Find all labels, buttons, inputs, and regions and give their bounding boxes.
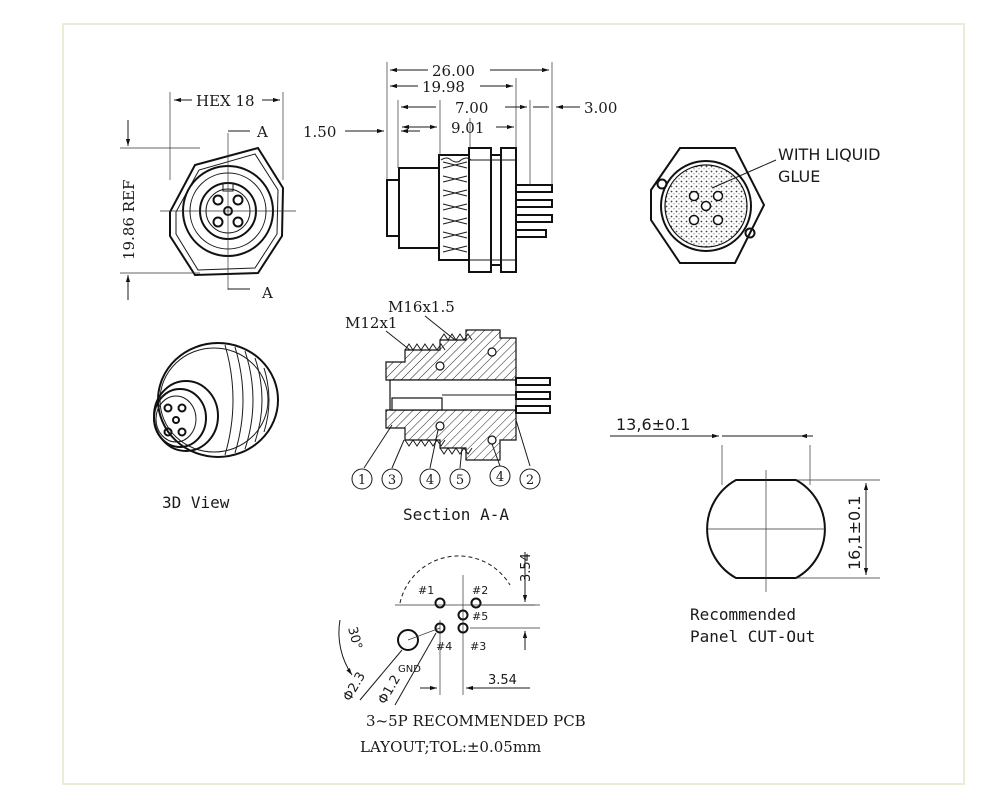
pcb-dim-horizontal: 3.54 (488, 673, 517, 688)
pin-label-3: #3 (470, 640, 486, 653)
glue-note-line2: GLUE (778, 167, 820, 186)
section-view: M16x1.5 M12x1 1 3 4 5 4 2 Sectio (345, 298, 551, 524)
pcb-holes (397, 597, 482, 651)
dim-pins: 3.00 (584, 99, 617, 117)
cutout-height-label: 16,1±0.1 (845, 496, 864, 570)
balloon-3: 4 (426, 473, 434, 488)
balloon-1: 1 (358, 473, 366, 488)
hex-dimension-label: HEX 18 (196, 92, 255, 110)
rear-view: WITH LIQUID GLUE (650, 145, 880, 264)
side-view: 26.00 19.98 7.00 3.00 9.01 1.50 (303, 62, 617, 273)
dim-overall: 26.00 (432, 62, 475, 80)
pcb-pins (515, 184, 553, 238)
thread-ridges (442, 161, 468, 253)
pcb-dim-vertical: 3.54 (519, 553, 534, 582)
dim-left: 1.50 (303, 123, 336, 141)
balloon-2: 3 (388, 473, 396, 488)
cutout-caption-line2: Panel CUT-Out (690, 627, 815, 646)
gnd-label: GND (398, 664, 421, 675)
height-dimension-label: 19.86 REF (120, 180, 138, 260)
section-mark-bottom: A (261, 284, 273, 302)
pcb-hole-small: Φ1.2 (375, 673, 403, 707)
part-balloons: 1 3 4 5 4 2 (351, 465, 541, 490)
thread-inner-label: M12x1 (345, 314, 397, 332)
thread-outer-label: M16x1.5 (388, 298, 455, 316)
pcb-caption-line1: 3~5P RECOMMENDED PCB (366, 712, 586, 730)
pcb-hole-big: Φ2.3 (340, 670, 368, 704)
balloon-6: 2 (526, 473, 534, 488)
balloon-5: 4 (496, 470, 504, 485)
cutout-caption-line1: Recommended (690, 605, 796, 624)
section-caption: Section A-A (403, 505, 509, 524)
pcb-layout: #1 #2 #5 #4 #3 GND 3.54 3.54 30° Φ2.3 Φ1… (338, 552, 586, 756)
balloon-4: 5 (456, 473, 464, 488)
hex-nut-outline (169, 146, 285, 277)
section-mark-top: A (256, 123, 268, 141)
pin-label-1: #1 (418, 584, 434, 597)
rear-hex-outline (650, 147, 766, 264)
front-view: HEX 18 19.86 REF A A (120, 92, 296, 302)
pin-label-5: #5 (472, 610, 488, 623)
dim-body: 19.98 (422, 78, 465, 96)
rear-pins (688, 190, 724, 226)
pcb-angle-label: 30° (344, 625, 364, 651)
drawing-frame (62, 23, 965, 785)
3d-pins (163, 403, 187, 437)
view-3d: 3D View (153, 342, 279, 512)
section-pins (515, 377, 551, 414)
view-3d-caption: 3D View (162, 493, 230, 512)
glue-note-line1: WITH LIQUID (778, 145, 880, 164)
pin-label-2: #2 (472, 584, 488, 597)
dim-thread: 7.00 (455, 99, 488, 117)
pin-label-4: #4 (436, 640, 452, 653)
cutout-view: 13,6±0.1 16,1±0.1 Recommended Panel CUT-… (610, 415, 880, 646)
pcb-caption-line2: LAYOUT;TOL:±0.05mm (360, 738, 541, 756)
dim-flange: 9.01 (451, 119, 484, 137)
cutout-width-label: 13,6±0.1 (616, 415, 690, 434)
